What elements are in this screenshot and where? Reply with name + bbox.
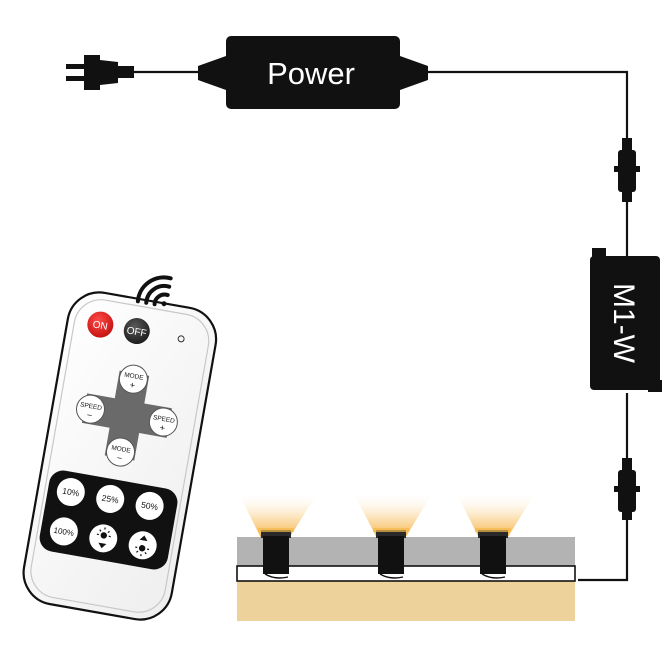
off-label: OFF (126, 325, 148, 339)
indicator-led (177, 335, 185, 343)
power-label: Power (267, 56, 355, 91)
controller-label: M1-W (607, 283, 640, 364)
connector-upper (614, 138, 640, 202)
m1w-controller: M1-W (590, 248, 662, 392)
spotlights (258, 528, 511, 579)
spotlight-2 (373, 528, 409, 579)
wood-board (237, 581, 575, 621)
spotlight-1 (258, 528, 294, 579)
mode-up-button (118, 364, 148, 394)
pct-10-button (56, 478, 85, 507)
pct-50-label: 50% (140, 500, 159, 513)
speed-right-sign: + (159, 423, 166, 434)
on-label: ON (92, 319, 109, 332)
brightness-down-icon (89, 524, 118, 553)
pct-100-button (49, 517, 78, 546)
speed-right-label: SPEED (152, 414, 175, 425)
keypad: 10% 25% 50% 100% (39, 470, 178, 570)
wifi-signal-icon (135, 275, 173, 307)
mode-down-sign: − (116, 453, 123, 464)
speed-right-button (148, 407, 178, 437)
spotlight-3 (475, 528, 511, 579)
mode-down-label: MODE (111, 444, 132, 454)
pct-25-label: 25% (101, 493, 120, 506)
on-button (87, 311, 114, 338)
pct-50-button (135, 491, 164, 520)
pct-100-label: 100% (53, 526, 75, 538)
wires (133, 70, 629, 582)
plug-icon (66, 55, 134, 90)
brightness-up-icon (128, 531, 157, 560)
power-supply: Power (198, 36, 428, 109)
speed-left-sign: − (86, 410, 93, 421)
remote-control: ON OFF MODE + MODE − SPEED − SPEED + 10% (22, 291, 218, 621)
speed-left-label: SPEED (79, 401, 102, 412)
pct-10-label: 10% (62, 486, 81, 499)
connector-lower (614, 458, 640, 520)
direction-pad: MODE + MODE − SPEED − SPEED + (76, 364, 178, 467)
mode-up-sign: + (129, 380, 136, 391)
gray-panel (237, 537, 575, 566)
mode-up-label: MODE (124, 372, 145, 382)
mode-down-button (106, 437, 136, 467)
pct-25-button (96, 484, 125, 513)
off-button (123, 318, 150, 345)
speed-left-button (76, 394, 106, 424)
